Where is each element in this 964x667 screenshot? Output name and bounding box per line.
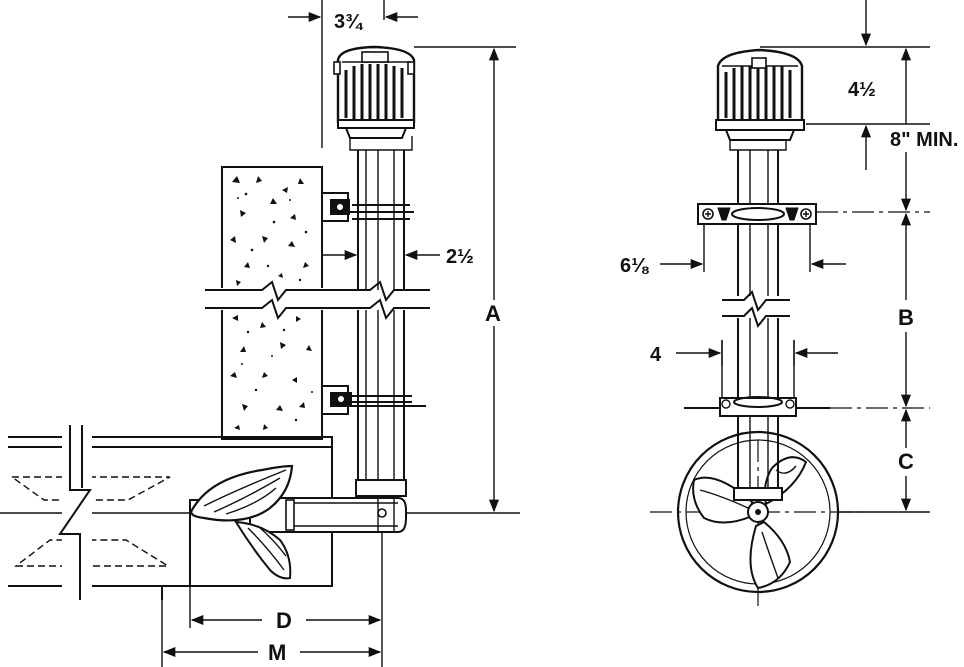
lower-bracket-side [321,385,426,415]
concrete-speckle [230,176,313,430]
side-pipe [349,136,413,497]
dim-top-width: 3¾ [288,0,418,148]
dim-height-a: A [414,46,516,513]
slab-break-symbol [58,425,92,605]
dim-cap-height-label: 4½ [848,79,876,101]
vent-cap-side [333,45,416,139]
propeller-side [190,464,295,580]
dim-pipe-width-front-label: 4 [650,344,662,366]
dim-pipe-width-side-label: 2½ [446,246,474,268]
dim-min-clearance-label: 8" MIN. [890,129,958,151]
front-pipe-break [716,290,800,329]
upper-bracket-side [321,192,414,222]
dim-d-m: D M [161,532,383,667]
propeller-front [692,456,808,590]
dim-d-label: D [276,608,292,633]
dim-pipe-width-side: 2½ [322,246,474,268]
dim-pipe-width-front: 4 [650,340,838,366]
dim-b: B [898,212,914,408]
vent-cap-front [715,48,805,141]
dim-c-label: C [898,449,914,474]
dim-height-a-label: A [485,301,501,326]
wall-break-lines [205,280,430,321]
dim-bracket-width-label: 6⅛ [620,255,649,277]
dim-b-label: B [898,305,914,330]
dim-top-width-label: 3¾ [334,11,364,33]
upper-bracket-front [697,203,930,272]
dim-cap-height: 4½ [760,0,930,170]
dim-c: C [838,408,930,513]
dim-m-label: M [268,640,286,665]
dim-bracket-width: 6⅛ [620,255,846,277]
front-view: 4½ 8" MIN. B C 6⅛ [620,0,958,606]
lower-bracket-front [684,340,930,417]
side-view: 3¾ A 2½ D M [0,0,520,667]
dim-min-clearance: 8" MIN. [890,47,958,212]
